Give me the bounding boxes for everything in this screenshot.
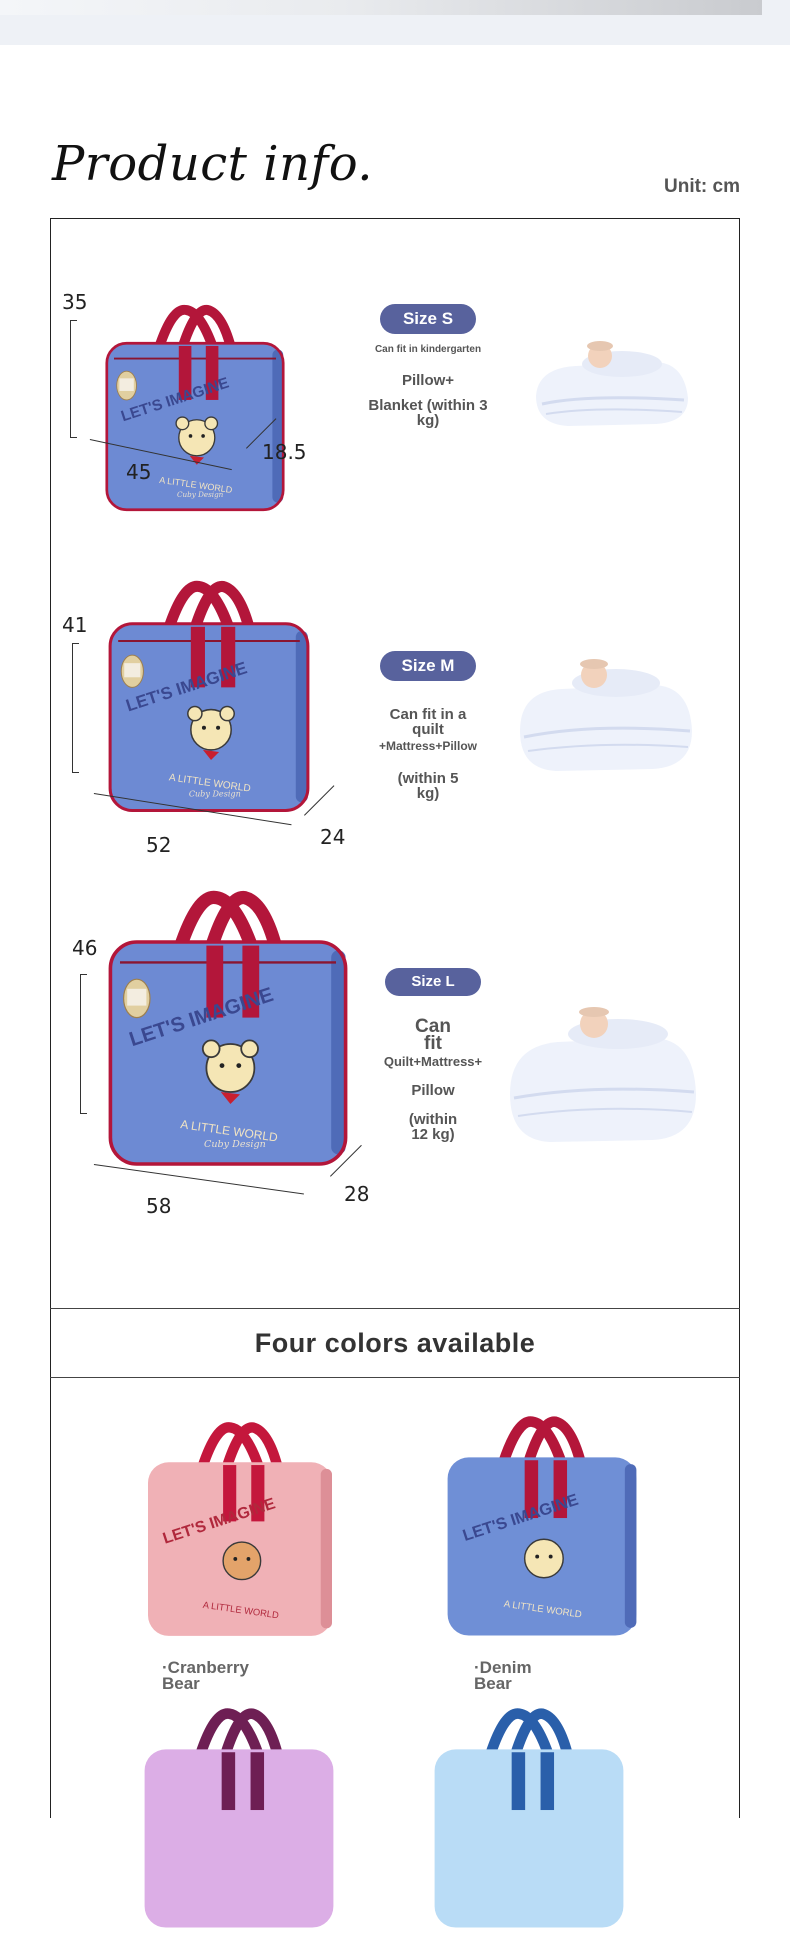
height-dimension: 46 (72, 936, 98, 960)
capacity-line: Pillow+ (401, 372, 455, 389)
bag-image: LET'S IMAGINE A LITTLE WORLD Cuby Design (108, 890, 348, 1166)
capacity-note: Can fit in kindergarten (374, 344, 482, 355)
width-dimension: 45 (126, 460, 152, 484)
depth-dimension: 18.5 (262, 440, 307, 464)
size-row-s: LET'S IMAGINE A LITTLE WORLD Cuby Design… (50, 290, 740, 550)
capacity-line: Blanket (within 3 kg) (368, 397, 488, 429)
color-swatch-sky (434, 1708, 624, 1928)
blanket-image (510, 1007, 696, 1142)
capacity-line: Can fit in a quilt (389, 706, 467, 738)
capacity-line: (within 5 kg) (397, 770, 459, 802)
size-badge: Size L (385, 968, 481, 996)
size-info-m: Size M Can fit in a quilt +Mattress+Pill… (358, 651, 498, 801)
size-row-l: LET'S IMAGINE A LITTLE WORLD Cuby Design… (50, 880, 740, 1218)
unit-label: Unit: cm (664, 176, 740, 197)
width-dimension: 58 (146, 1194, 172, 1218)
height-line (80, 974, 87, 1114)
divider-top (50, 1308, 740, 1309)
capacity-line: +Mattress+Pillow (378, 739, 478, 753)
color-swatch-cranberry: LET'S IMAGINE A LITTLE WORLD (148, 1422, 332, 1636)
divider-bottom (50, 1377, 740, 1378)
capacity-line: Pillow (411, 1082, 455, 1099)
height-dimension: 41 (62, 613, 88, 637)
svg-text:Cuby Design: Cuby Design (204, 1139, 266, 1150)
svg-text:Cuby Design: Cuby Design (189, 789, 241, 798)
svg-text:Cuby Design: Cuby Design (177, 490, 224, 499)
size-info-l: Size L Can fit Quilt+Mattress+ Pillow (w… (358, 968, 508, 1142)
colors-heading: Four colors available (254, 1328, 536, 1358)
blanket-image (536, 341, 688, 426)
color-swatch-denim: LET'S IMAGINE A LITTLE WORLD (447, 1416, 637, 1636)
bag-image: LET'S IMAGINE A LITTLE WORLD Cuby Design (105, 304, 285, 512)
capacity-line: (within 12 kg) (408, 1111, 458, 1143)
top-strip (0, 0, 762, 15)
section-title: Product info. (52, 136, 374, 192)
height-line (70, 320, 77, 438)
blanket-image (520, 659, 692, 771)
size-badge: Size M (380, 651, 476, 681)
capacity-line: Can fit (415, 1016, 451, 1054)
bag-image: LET'S IMAGINE A LITTLE WORLD Cuby Design (108, 580, 310, 812)
size-info-s: Size S Can fit in kindergarten Pillow+ B… (358, 304, 498, 428)
depth-dimension: 28 (344, 1182, 370, 1206)
size-row-m: LET'S IMAGINE A LITTLE WORLD Cuby Design… (50, 565, 740, 857)
capacity-line: Quilt+Mattress+ (383, 1054, 483, 1069)
height-dimension: 35 (62, 290, 88, 314)
height-line (72, 643, 79, 773)
color-label-cranberry: ·Cranberry Bear (162, 1658, 249, 1693)
size-badge: Size S (380, 304, 476, 334)
product-info-frame (50, 218, 740, 1818)
width-dimension: 52 (146, 833, 172, 857)
color-label-denim: ·Denim Bear (474, 1658, 532, 1693)
color-swatch-lilac (144, 1708, 334, 1928)
depth-dimension: 24 (320, 825, 346, 849)
